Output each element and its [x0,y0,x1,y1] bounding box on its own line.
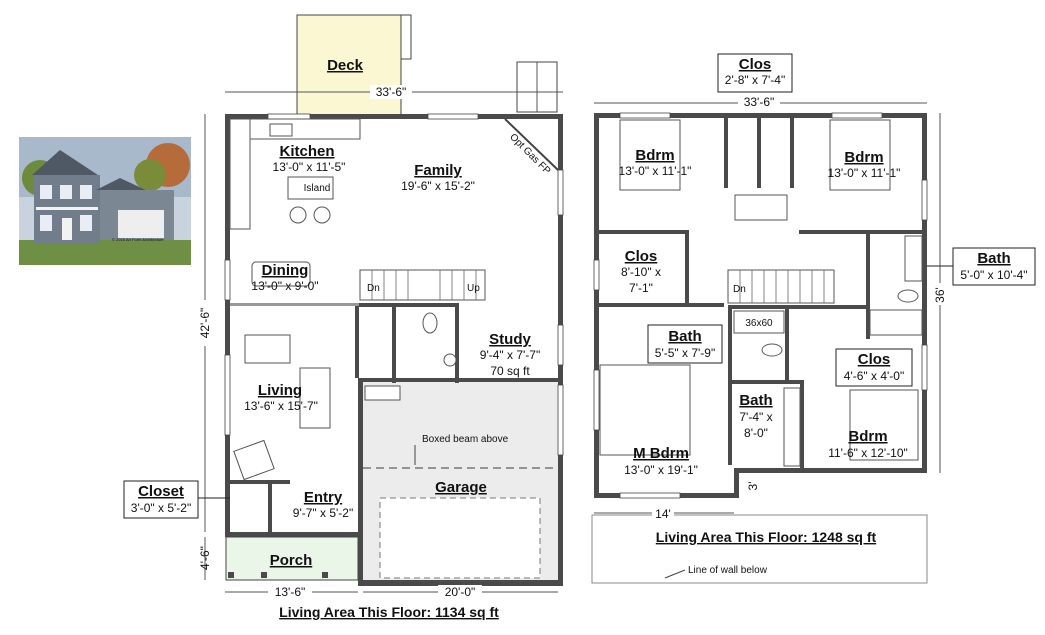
bdrm-lower-dims: 11'-6" x 12'-10" [828,446,908,460]
dining-label: Dining [262,262,309,279]
bath-small-dims2: 8'-0" [744,426,768,440]
garage-label: Garage [435,479,487,496]
island-label: Island [304,183,331,194]
clos-mid-dims2: 7'-1" [629,281,653,295]
kitchen-label: Kitchen [279,143,334,160]
thumbnail-caption: © 2016 Art Form Architecture [112,237,164,242]
bath-small-dims1: 7'-4" x [739,410,772,424]
shower-label: 36x60 [745,318,773,329]
entry-dims: 9'-7" x 5'-2" [293,506,353,520]
m-bdrm-dims: 13'-0" x 19'-1" [624,463,698,477]
kitchen-dims: 13'-0" x 11'-5" [273,160,346,174]
study-label: Study [489,331,531,348]
clos-top-dims: 2'-8" x 7'-4" [725,73,785,87]
clos-right-label: Clos [858,351,891,368]
bath-master-callout: Bath 5'-5" x 7'-9" [647,324,723,364]
bath-master-label: Bath [668,328,701,345]
family-label: Family [414,162,462,179]
dining-dims: 13'-0" x 9'-0" [251,279,318,293]
living-label: Living [258,382,302,399]
bdrm-lower-label: Bdrm [848,428,887,445]
bath-right-callout: Bath 5'-0" x 10'-4" [927,247,1036,286]
closet-callout: Closet 3'-0" x 5'-2" [123,480,230,519]
first-floor-top-width: 33'-6" [376,85,407,99]
second-floor-stair-down: Dn [733,284,746,295]
study-dims: 9'-4" x 7'-7" [480,348,540,362]
second-floor-living-area: Living Area This Floor: 1248 sq ft [656,529,877,545]
bdrm-right-label: Bdrm [844,149,883,166]
second-floor-bottom-dim: 14' [655,507,671,521]
clos-mid-label: Clos [625,248,658,265]
clos-top-callout: Clos 2'-8" x 7'-4" [717,53,793,93]
boxed-beam-label: Boxed beam above [422,434,509,445]
closet-label: Closet [138,483,184,500]
bdrm-right-dims: 13'-0" x 11'-1" [828,166,901,180]
second-floor-plan [591,102,941,584]
bath-right-label: Bath [977,250,1010,267]
bdrm-left-dims: 13'-0" x 11'-1" [619,164,692,178]
family-dims: 19'-6" x 15'-2" [401,179,475,193]
m-bdrm-label: M Bdrm [633,445,689,462]
first-floor-left-depth: 42'-6" [198,308,212,339]
bath-right-dims: 5'-0" x 10'-4" [960,268,1027,282]
entry-label: Entry [304,489,343,506]
deck-label: Deck [327,57,364,74]
wall-below-note: Line of wall below [688,565,768,576]
first-floor-plan [204,14,564,593]
first-floor-bottom-left: 13'-6" [275,585,306,599]
bump-out-dim: 3' [746,482,760,491]
first-floor-stair-up: Up [467,283,480,294]
porch-label: Porch [270,552,313,569]
study-area: 70 sq ft [490,364,530,378]
closet-dims: 3'-0" x 5'-2" [131,501,191,515]
porch-depth: 4'-6" [198,546,212,570]
first-floor-stair-down: Dn [367,283,380,294]
clos-top-label: Clos [739,56,772,73]
bath-master-dims: 5'-5" x 7'-9" [655,346,715,360]
clos-right-callout: Clos 4'-6" x 4'-0" [835,348,913,387]
first-floor-living-area: Living Area This Floor: 1134 sq ft [279,604,499,620]
bath-small-label: Bath [739,392,772,409]
deck-area [296,14,402,118]
house-thumbnail: © 2016 Art Form Architecture [19,137,191,265]
second-floor-top-width: 33'-6" [744,95,775,109]
bdrm-left-label: Bdrm [635,147,674,164]
living-dims: 13'-6" x 15'-7" [244,399,318,413]
clos-mid-dims1: 8'-10" x [621,265,661,279]
fireplace-label: Opt Gas FP [507,132,552,177]
first-floor-bottom-right: 20'-0" [445,585,476,599]
clos-right-dims: 4'-6" x 4'-0" [844,369,904,383]
second-floor-right-depth: 36' [933,287,947,303]
